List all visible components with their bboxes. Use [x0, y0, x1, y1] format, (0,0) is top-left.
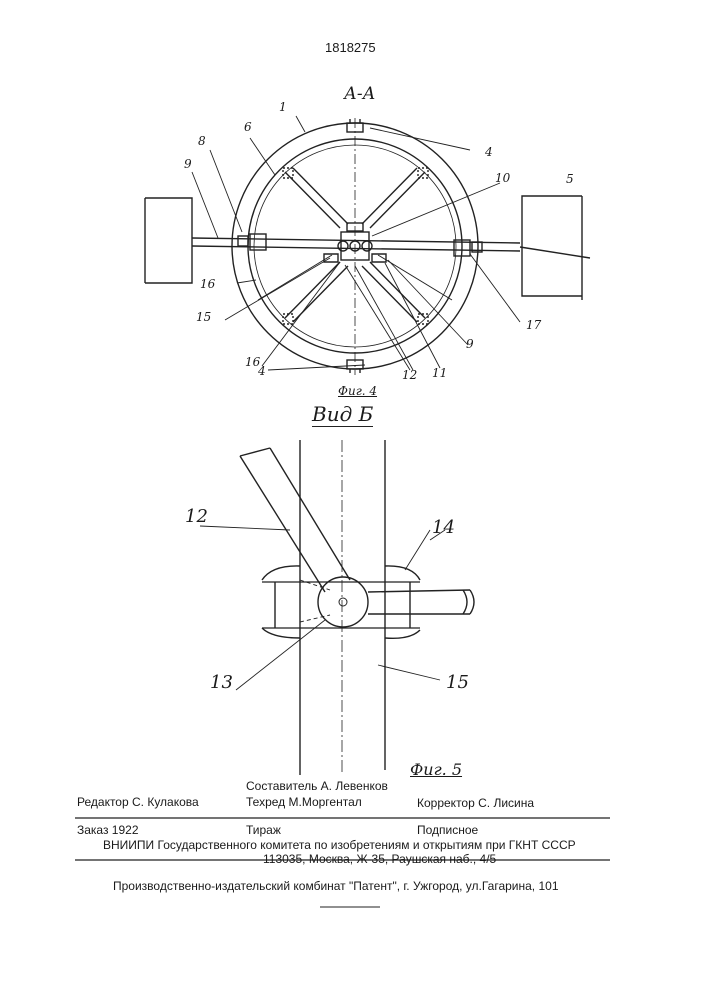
patent-number: 1818275	[325, 40, 376, 55]
footer-editor: Редактор С. Кулакова	[77, 795, 199, 809]
label-1: 1	[279, 100, 287, 114]
label-4-top: 4	[485, 145, 493, 159]
support-right	[522, 196, 582, 296]
fig5-drawing	[200, 440, 474, 775]
label-12: 12	[402, 368, 417, 382]
fig5-label-12: 12	[185, 506, 208, 527]
label-16-left: 16	[200, 277, 215, 291]
shaft	[192, 234, 590, 258]
label-17: 17	[526, 318, 541, 332]
label-9-right: 9	[466, 337, 474, 351]
footer-corrector: Корректор С. Лисина	[417, 796, 534, 810]
footer-subscription: Подписное	[417, 823, 478, 837]
footer-publisher: Производственно-издательский комбинат "П…	[113, 879, 559, 893]
fig4-section-label: А-А	[344, 84, 376, 104]
fig5-label-15: 15	[446, 672, 469, 693]
label-5: 5	[566, 172, 574, 186]
label-4-bottom: 4	[258, 364, 266, 378]
label-6: 6	[244, 120, 252, 134]
label-10: 10	[495, 171, 510, 185]
fig5-caption: Фиг. 5	[410, 760, 462, 779]
footer-vniipi: ВНИИПИ Государственного комитета по изоб…	[103, 838, 576, 852]
footer-compiler: Составитель А. Левенков	[246, 779, 388, 793]
support-left	[145, 198, 192, 283]
spoke-12-edge	[240, 456, 325, 592]
footer-order: Заказ 1922	[77, 823, 139, 837]
rod-14	[368, 590, 470, 592]
fig5-label-13: 13	[210, 672, 233, 693]
footer-techred: Техред М.Моргентал	[246, 795, 362, 809]
hinge-13	[318, 577, 368, 627]
label-9-left: 9	[184, 157, 192, 171]
label-15: 15	[196, 310, 211, 324]
fig5-label-14: 14	[432, 517, 455, 538]
footer-address: 113035, Москва, Ж-35, Раушская наб., 4/5	[263, 852, 496, 866]
fig5-view-label: Вид Б	[312, 402, 373, 427]
label-11: 11	[432, 366, 447, 380]
fig4-caption: Фиг. 4	[338, 384, 377, 398]
footer-circulation: Тираж	[246, 823, 281, 837]
fig4-drawing	[145, 116, 590, 375]
label-8: 8	[198, 134, 206, 148]
